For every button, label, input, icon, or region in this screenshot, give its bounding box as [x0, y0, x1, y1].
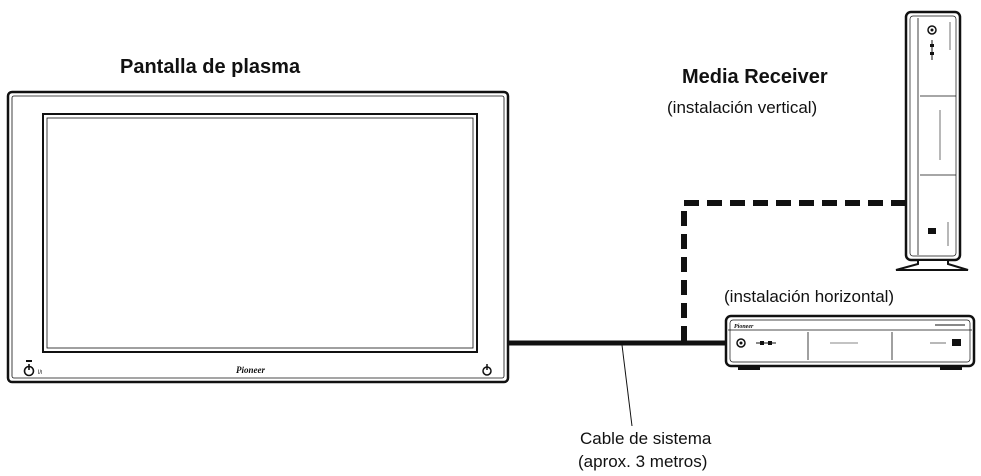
cable-label: Cable de sistema — [580, 429, 712, 448]
receiver-foot-right — [940, 366, 962, 370]
tv-power-button-icon: l/I — [23, 360, 42, 377]
cable-pointer-line — [621, 344, 633, 427]
svg-text:l/I: l/I — [38, 370, 42, 376]
horizontal-install-label: (instalación horizontal) — [724, 287, 895, 306]
alternate-cable-dashed — [681, 200, 906, 341]
media-receiver-vertical — [895, 10, 969, 271]
plasma-display-title: Pantalla de plasma — [120, 56, 301, 78]
receiver-foot-left — [738, 366, 760, 370]
cable-length-label: (aprox. 3 metros) — [578, 452, 708, 471]
tv-screen — [42, 113, 478, 353]
tv-standby-icon — [482, 364, 492, 376]
tv-brand-logo: Pioneer — [236, 365, 265, 375]
media-receiver-horizontal: Pioneer — [724, 314, 976, 370]
plasma-tv: l/I Pioneer — [6, 90, 510, 384]
receiver-brand-logo: Pioneer — [734, 324, 754, 330]
vertical-receiver-power-icon — [927, 25, 937, 35]
vertical-install-label: (instalación vertical) — [667, 98, 818, 117]
vertical-stand — [895, 259, 969, 271]
media-receiver-title: Media Receiver — [682, 66, 828, 88]
horizontal-receiver-power-icon — [736, 338, 746, 348]
